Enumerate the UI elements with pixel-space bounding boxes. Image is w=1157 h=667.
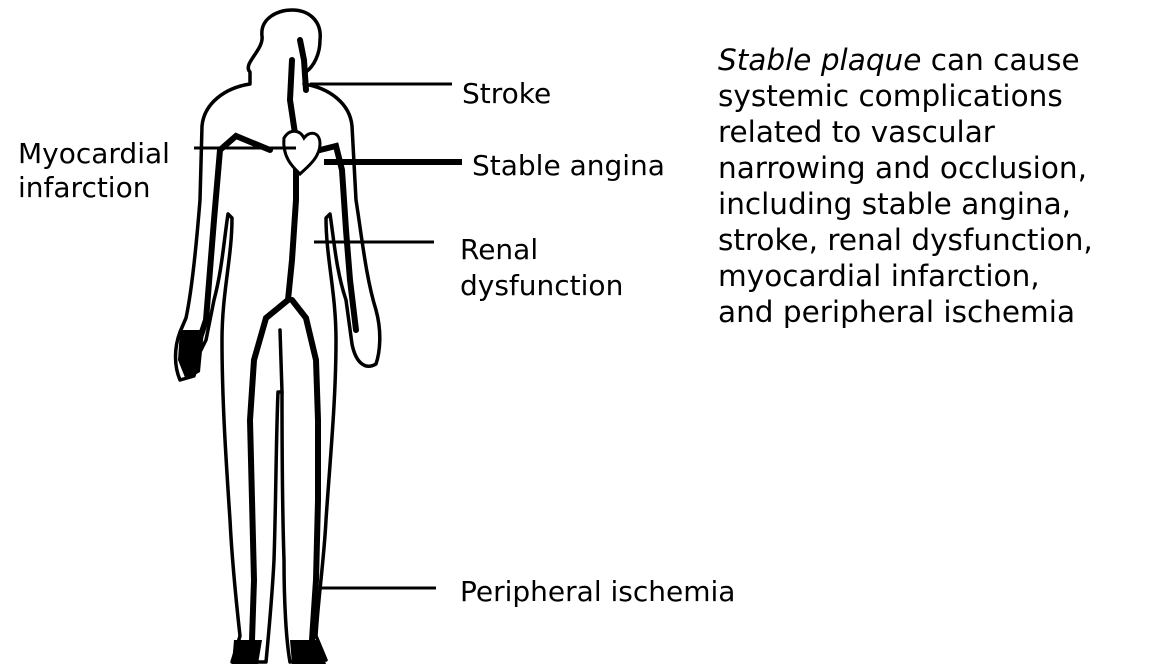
description-line: related to vascular	[718, 114, 1093, 150]
stable-angina-label: Stable angina	[472, 150, 665, 182]
left-hand	[178, 330, 204, 380]
heart-shape	[284, 131, 320, 174]
left-arm-vessel	[196, 136, 270, 350]
description-line: systemic complications	[718, 78, 1093, 114]
description-line: including stable angina,	[718, 186, 1093, 222]
leg-divider	[280, 330, 282, 392]
renal-label-line2: dysfunction	[460, 270, 623, 302]
stable-plaque-emphasis: Stable plaque	[718, 43, 921, 77]
description-line: narrowing and occlusion,	[718, 150, 1093, 186]
peripheral-ischemia-label: Peripheral ischemia	[460, 576, 735, 608]
right-leg-vessel	[292, 300, 318, 640]
myocardial-label-line1: Myocardial	[18, 138, 170, 170]
myocardial-label-line2: infarction	[18, 172, 150, 204]
description-line: stroke, renal dysfunction,	[718, 222, 1093, 258]
description-line: and peripheral ischemia	[718, 294, 1093, 330]
description-line-1: Stable plaque can cause	[718, 42, 1093, 78]
body-outline	[176, 10, 380, 662]
aorta-vessel	[288, 60, 296, 300]
description-line: myocardial infarction,	[718, 258, 1093, 294]
renal-label-line1: Renal	[460, 234, 538, 266]
left-foot	[232, 640, 262, 664]
description-text: Stable plaque can cause systemic complic…	[718, 42, 1093, 330]
head-outline	[176, 10, 380, 662]
neck-vessel	[300, 40, 306, 90]
description-line-1-rest: can cause	[921, 43, 1079, 77]
stroke-label: Stroke	[462, 78, 551, 110]
